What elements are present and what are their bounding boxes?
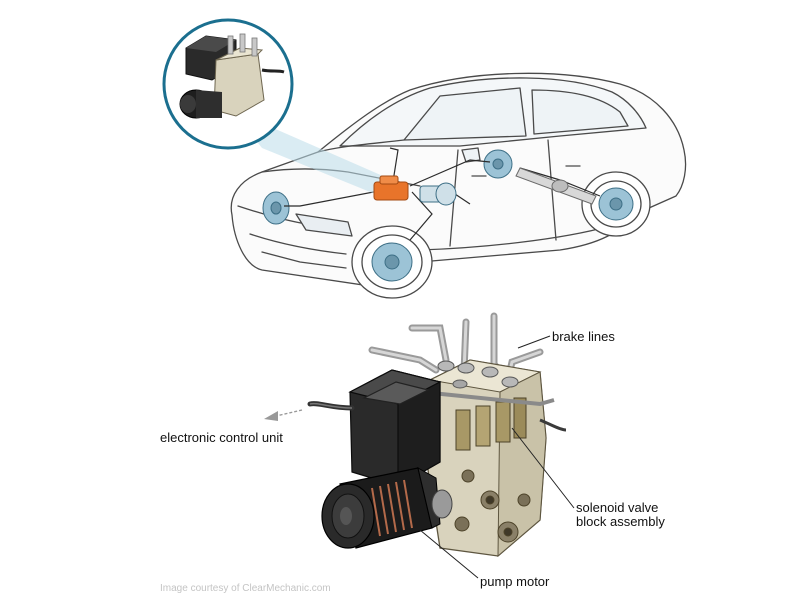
- label-solenoid-valve: solenoid valve: [576, 500, 659, 515]
- port-bosses: [437, 360, 519, 389]
- ecu-housing: [348, 369, 442, 488]
- abs-module: [307, 312, 567, 558]
- brake-discs: [262, 149, 634, 282]
- leader-lines: [419, 335, 575, 579]
- label-pump-motor: pump motor: [480, 574, 550, 589]
- ecu-arrow: [264, 409, 303, 421]
- pump-motor: [321, 467, 453, 549]
- car-illustration: [230, 72, 687, 299]
- abs-unit-in-car: [373, 175, 409, 201]
- image-credit: Image courtesy of ClearMechanic.com: [160, 583, 331, 594]
- label-block-assembly: block assembly: [576, 514, 665, 529]
- block-holes: [454, 469, 531, 543]
- callout-circle: [162, 18, 294, 150]
- label-brake-lines: brake lines: [552, 329, 615, 344]
- label-electronic-control-unit: electronic control unit: [160, 430, 283, 445]
- brake-booster: [419, 182, 457, 206]
- drive-shaft: [515, 167, 597, 205]
